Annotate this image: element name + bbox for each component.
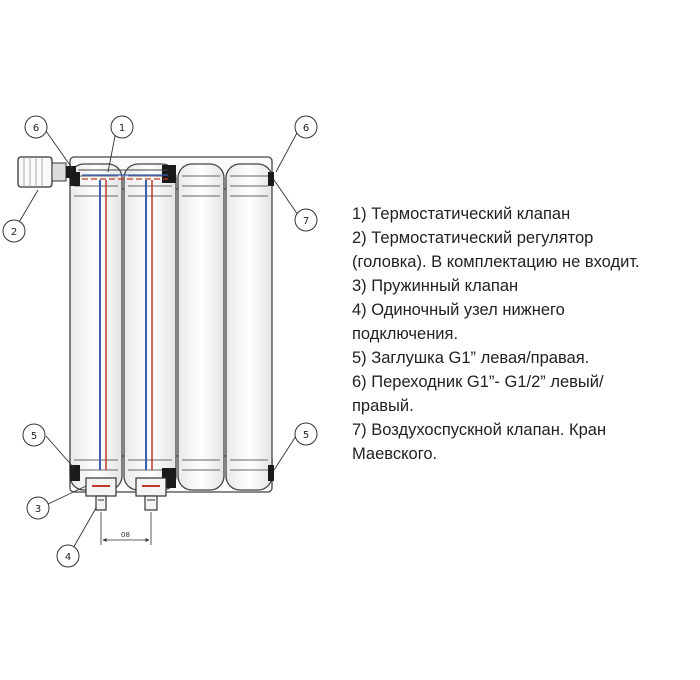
svg-text:3: 3 — [35, 504, 41, 515]
legend: 1) Термостатический клапан 2) Термостати… — [352, 202, 697, 466]
dimension-label: 08 — [121, 531, 130, 539]
svg-text:5: 5 — [303, 430, 309, 441]
legend-item: 6) Переходник G1”- G1/2” левый/ — [352, 373, 604, 391]
svg-text:5: 5 — [31, 431, 37, 442]
internal-pipes — [78, 169, 168, 470]
legend-item: 5) Заглушка G1” левая/правая. — [352, 349, 590, 367]
callout-4: 4 — [56, 544, 80, 568]
legend-item: Маевского. — [352, 445, 438, 463]
legend-item: 7) Воздухоспускной клапан. Кран — [352, 421, 607, 439]
svg-text:7: 7 — [303, 216, 309, 227]
radiator-section-4 — [225, 163, 273, 491]
legend-item: подключения. — [352, 325, 459, 343]
legend-item: 1) Термостатический клапан — [352, 205, 571, 223]
callout-6-left: 6 — [24, 115, 48, 139]
radiator-section-3 — [177, 163, 225, 491]
thermostatic-head — [17, 156, 76, 188]
callout-3: 3 — [26, 496, 50, 520]
callouts: 6 1 6 2 7 5 5 3 — [2, 115, 318, 568]
callout-1: 1 — [110, 115, 134, 139]
callout-6-right: 6 — [294, 115, 318, 139]
legend-item: 4) Одиночный узел нижнего — [352, 301, 565, 319]
dimension-line: 08 — [100, 512, 152, 545]
callout-2: 2 — [2, 219, 26, 243]
svg-text:4: 4 — [65, 552, 71, 563]
radiator-section-1 — [69, 163, 123, 491]
radiator-section-2 — [123, 163, 177, 491]
radiator-body — [69, 156, 274, 493]
callout-5-right: 5 — [294, 422, 318, 446]
svg-text:6: 6 — [303, 123, 309, 134]
callout-5-left: 5 — [22, 423, 46, 447]
legend-item: (головка). В комплектацию не входит. — [352, 253, 640, 271]
svg-text:6: 6 — [33, 123, 39, 134]
legend-item: 3) Пружинный клапан — [352, 277, 519, 295]
bottom-connection-unit — [85, 477, 167, 511]
svg-text:2: 2 — [11, 227, 17, 238]
callout-7: 7 — [294, 208, 318, 232]
svg-text:1: 1 — [119, 123, 125, 134]
legend-item: 2) Термостатический регулятор — [352, 229, 594, 247]
legend-item: правый. — [352, 397, 414, 415]
